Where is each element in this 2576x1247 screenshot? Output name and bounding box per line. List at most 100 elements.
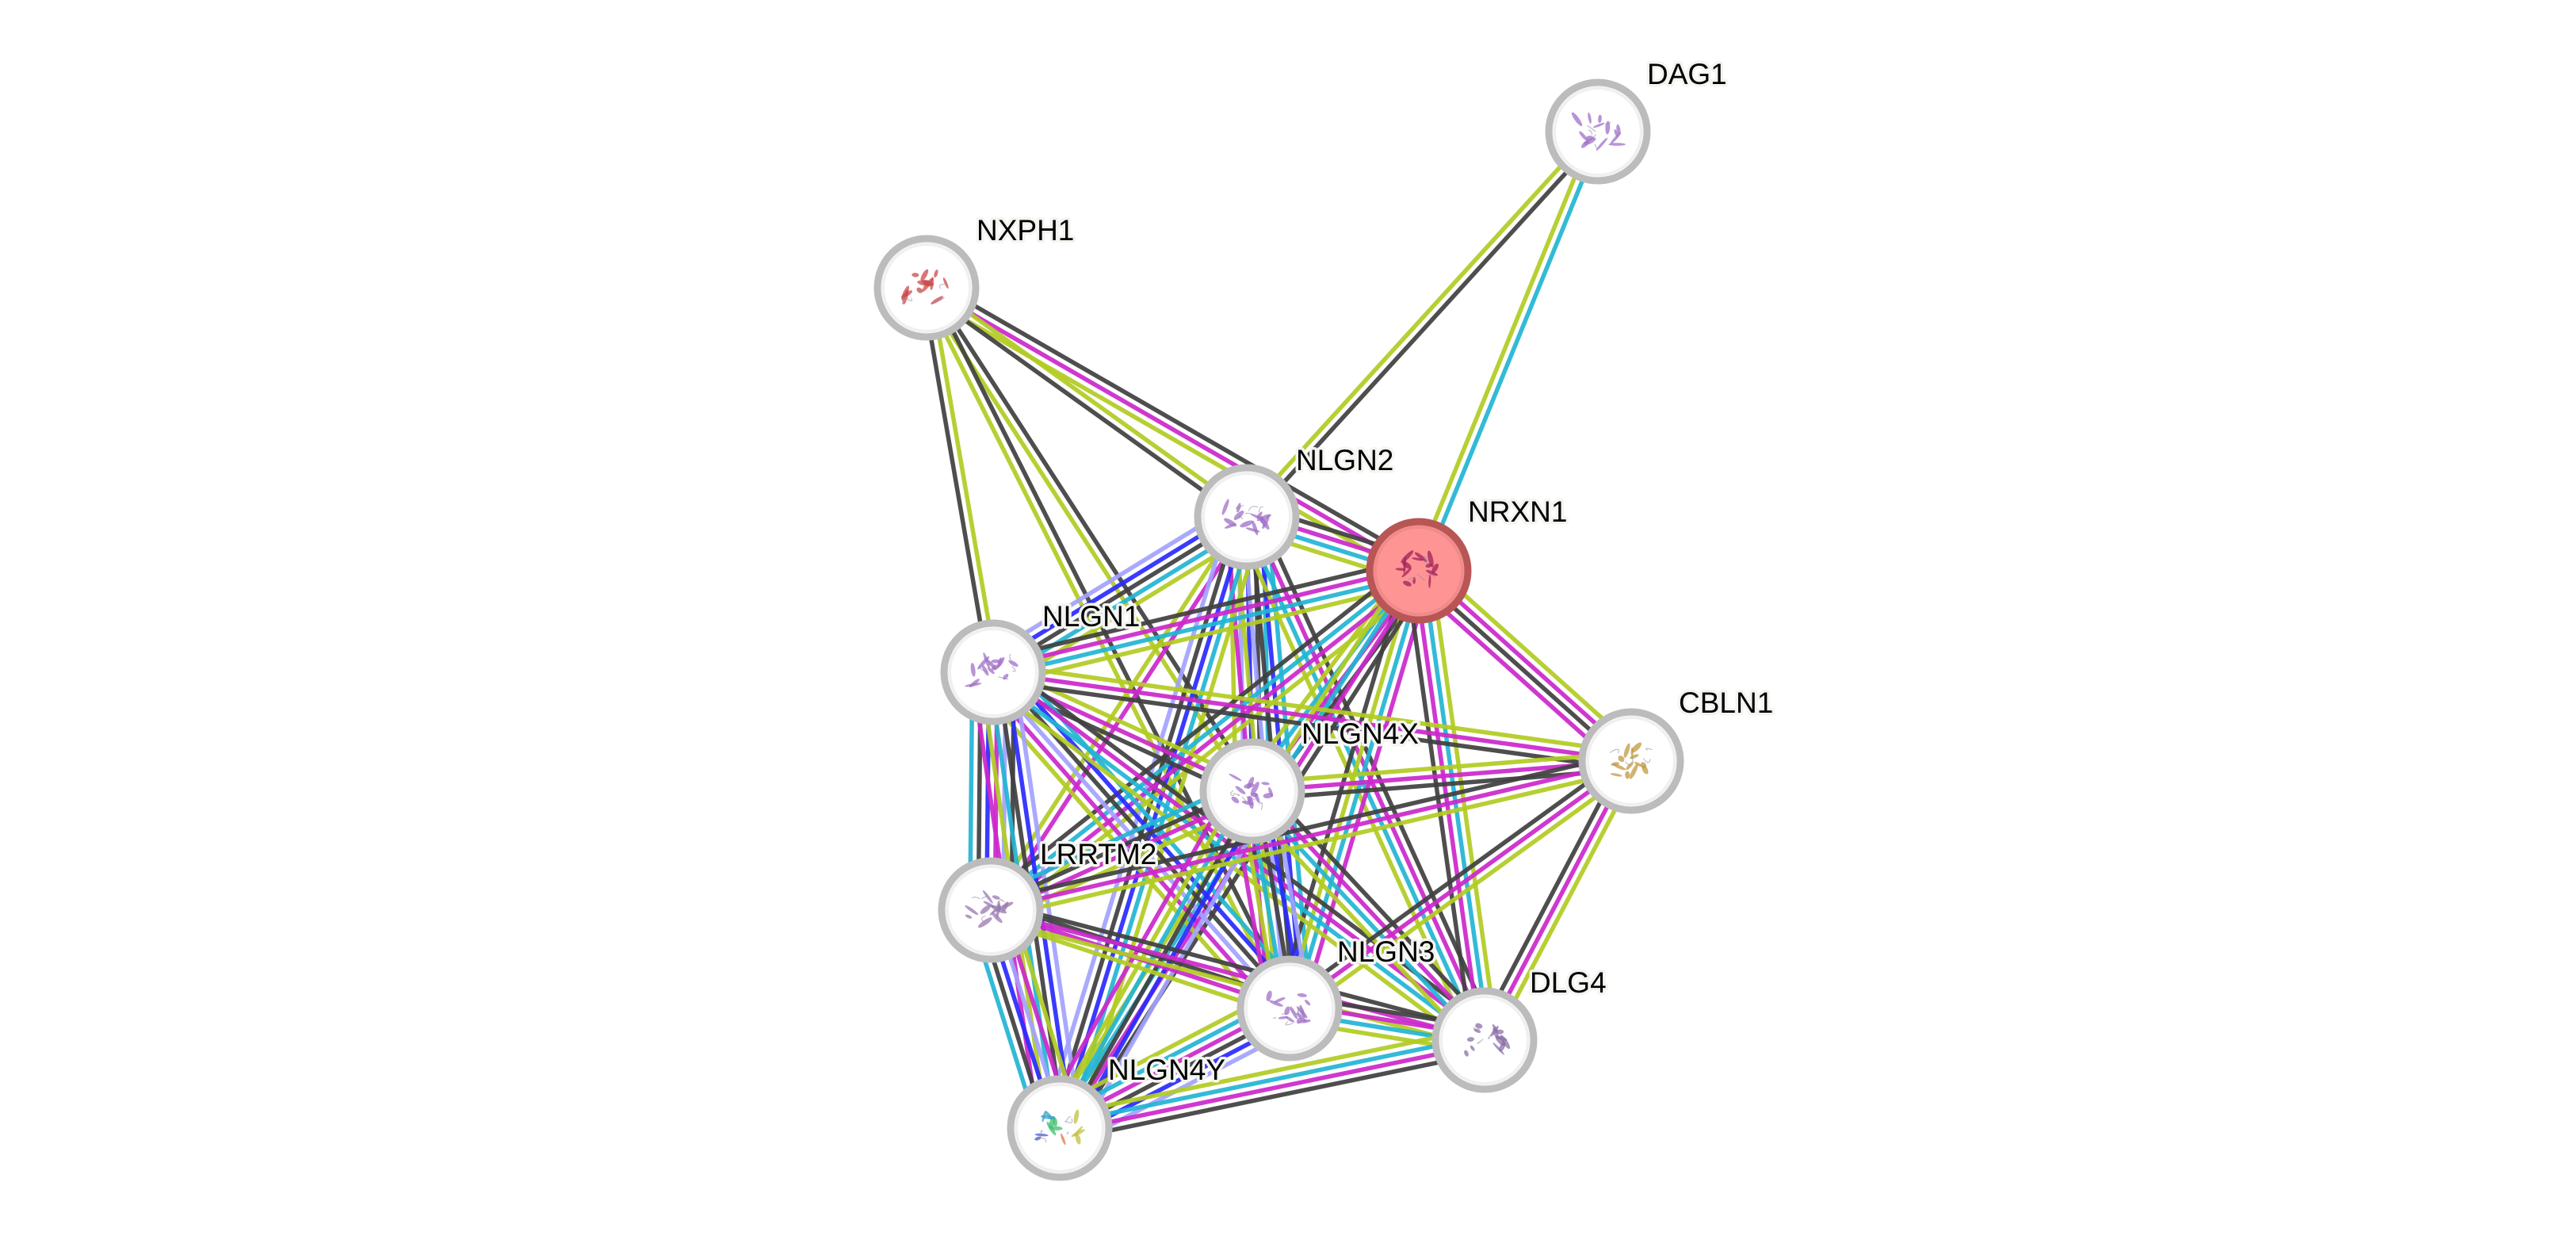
- edge-nrxn1-lrrtm2[interactable]: [981, 559, 1428, 922]
- node-inner-shadow: [948, 627, 1038, 717]
- node-inner-shadow: [1586, 716, 1676, 806]
- evidence-line-coexpression: [1475, 755, 1626, 1038]
- evidence-line-textmining: [1251, 750, 1631, 786]
- node-circle[interactable]: [1545, 78, 1651, 185]
- evidence-line-textmining: [992, 767, 1634, 920]
- evidence-line-textmining: [928, 286, 999, 672]
- node-dlg4[interactable]: [1431, 987, 1538, 1093]
- node-label-dag1[interactable]: DAG1: [1645, 55, 1730, 94]
- node-lrrtm2[interactable]: [938, 857, 1044, 963]
- evidence-line-coexpression: [1248, 132, 1603, 522]
- evidence-line-experimental: [992, 572, 1423, 916]
- node-inner-shadow: [1207, 746, 1298, 836]
- edge-nrxn1-nlgn1[interactable]: [989, 557, 1423, 687]
- node-inner-shadow: [1374, 526, 1464, 616]
- evidence-line-experimental: [1060, 1042, 1486, 1134]
- node-inner-shadow: [1553, 86, 1643, 177]
- node-inner-shadow: [1439, 995, 1530, 1085]
- node-label-nlgn1[interactable]: NLGN1: [1040, 598, 1143, 636]
- protein-structure-icon: [1609, 742, 1653, 779]
- edge-lrrtm2-dlg4[interactable]: [988, 900, 1488, 1050]
- node-circle[interactable]: [1194, 464, 1300, 570]
- evidence-line-coexpression: [989, 557, 1416, 663]
- node-nlgn4x[interactable]: [1199, 738, 1305, 844]
- protein-structure-icon: [1571, 112, 1626, 151]
- evidence-line-textmining: [927, 282, 1251, 515]
- node-label-nlgn3[interactable]: NLGN3: [1335, 933, 1438, 971]
- edge-nxph1-nlgn1[interactable]: [920, 286, 999, 674]
- evidence-line-coexpression: [928, 284, 1258, 790]
- evidence-line-experimental: [992, 670, 1632, 763]
- node-nxph1[interactable]: [873, 235, 980, 341]
- evidence-line-coexpression: [988, 751, 1630, 905]
- evidence-line-coexpression: [1061, 1050, 1488, 1143]
- evidence-line-textmining: [1057, 1025, 1483, 1119]
- evidence-line-experimental: [1299, 573, 1433, 1013]
- protein-structure-icon: [1034, 1109, 1085, 1146]
- evidence-line-experimental: [992, 564, 1419, 671]
- node-circle[interactable]: [1431, 987, 1538, 1093]
- evidence-line-curated: [1058, 1034, 1485, 1127]
- node-dag1[interactable]: [1545, 78, 1651, 185]
- node-cbln1[interactable]: [1578, 708, 1684, 814]
- evidence-line-textmining: [988, 916, 1484, 1050]
- evidence-line-textmining: [1283, 568, 1417, 1008]
- node-label-nlgn2[interactable]: NLGN2: [1294, 442, 1397, 480]
- protein-structure-icon: [965, 890, 1014, 928]
- evidence-line-textmining: [994, 661, 1633, 755]
- node-circle[interactable]: [1578, 708, 1684, 814]
- evidence-line-coexpression: [992, 678, 1630, 772]
- node-label-dlg4[interactable]: DLG4: [1527, 964, 1610, 1002]
- node-nlgn1[interactable]: [940, 619, 1046, 725]
- node-label-lrrtm2[interactable]: LRRTM2: [1038, 836, 1160, 874]
- protein-structure-icon: [1221, 499, 1271, 536]
- node-circle[interactable]: [1366, 518, 1472, 624]
- evidence-line-textmining: [1293, 766, 1638, 1017]
- evidence-line-curated: [1054, 788, 1251, 1127]
- evidence-line-experimental: [990, 908, 1485, 1042]
- protein-structure-icon: [965, 652, 1019, 688]
- node-label-cbln1[interactable]: CBLN1: [1676, 684, 1776, 722]
- evidence-line-coexpression: [929, 278, 1424, 566]
- edge-nlgn1-cbln1[interactable]: [992, 661, 1633, 772]
- node-inner-shadow: [1244, 963, 1335, 1054]
- evidence-line-homology: [988, 673, 1289, 1013]
- evidence-line-textmining: [1428, 568, 1500, 1039]
- evidence-line-textmining: [997, 579, 1428, 922]
- evidence-line-coexpression: [920, 288, 992, 674]
- evidence-line-curated: [1420, 132, 1604, 574]
- evidence-line-textmining: [1242, 127, 1597, 516]
- evidence-line-textmining: [987, 916, 1288, 1019]
- edge-dag1-nlgn2[interactable]: [1242, 127, 1603, 522]
- evidence-line-curated: [993, 572, 1420, 679]
- node-label-nrxn1[interactable]: NRXN1: [1466, 493, 1570, 531]
- protein-structure-icon: [1229, 773, 1274, 810]
- node-nlgn2[interactable]: [1194, 464, 1300, 570]
- evidence-line-coexpression: [1259, 781, 1496, 1034]
- protein-structure-icon: [1464, 1023, 1511, 1057]
- node-nlgn3[interactable]: [1236, 955, 1343, 1061]
- edge-cbln1-nlgn3[interactable]: [1283, 752, 1638, 1017]
- evidence-line-coexpression: [1283, 752, 1628, 1004]
- edge-cbln1-lrrtm2[interactable]: [988, 751, 1634, 920]
- node-label-nlgn4y[interactable]: NLGN4Y: [1106, 1051, 1229, 1089]
- edge-nxph1-nlgn2[interactable]: [923, 282, 1251, 522]
- edge-dlg4-nlgn4y[interactable]: [1057, 1025, 1488, 1143]
- node-nrxn1[interactable]: [1366, 518, 1472, 624]
- node-inner-shadow: [1015, 1083, 1105, 1173]
- protein-structure-icon: [1395, 550, 1439, 588]
- evidence-line-experimental: [990, 759, 1632, 912]
- node-label-nxph1[interactable]: NXPH1: [974, 212, 1077, 250]
- evidence-line-experimental: [925, 285, 1420, 573]
- evidence-line-coexpression: [923, 289, 1246, 522]
- node-nlgn4y[interactable]: [1007, 1075, 1113, 1181]
- evidence-line-textmining: [996, 580, 1423, 687]
- protein-structure-icon: [900, 269, 949, 305]
- node-label-nlgn4x[interactable]: NLGN4X: [1299, 715, 1422, 753]
- evidence-line-textmining: [1412, 128, 1596, 571]
- evidence-line-coexpression: [992, 900, 1488, 1035]
- node-circle[interactable]: [938, 857, 1044, 963]
- edge-dag1-nrxn1[interactable]: [1412, 128, 1604, 574]
